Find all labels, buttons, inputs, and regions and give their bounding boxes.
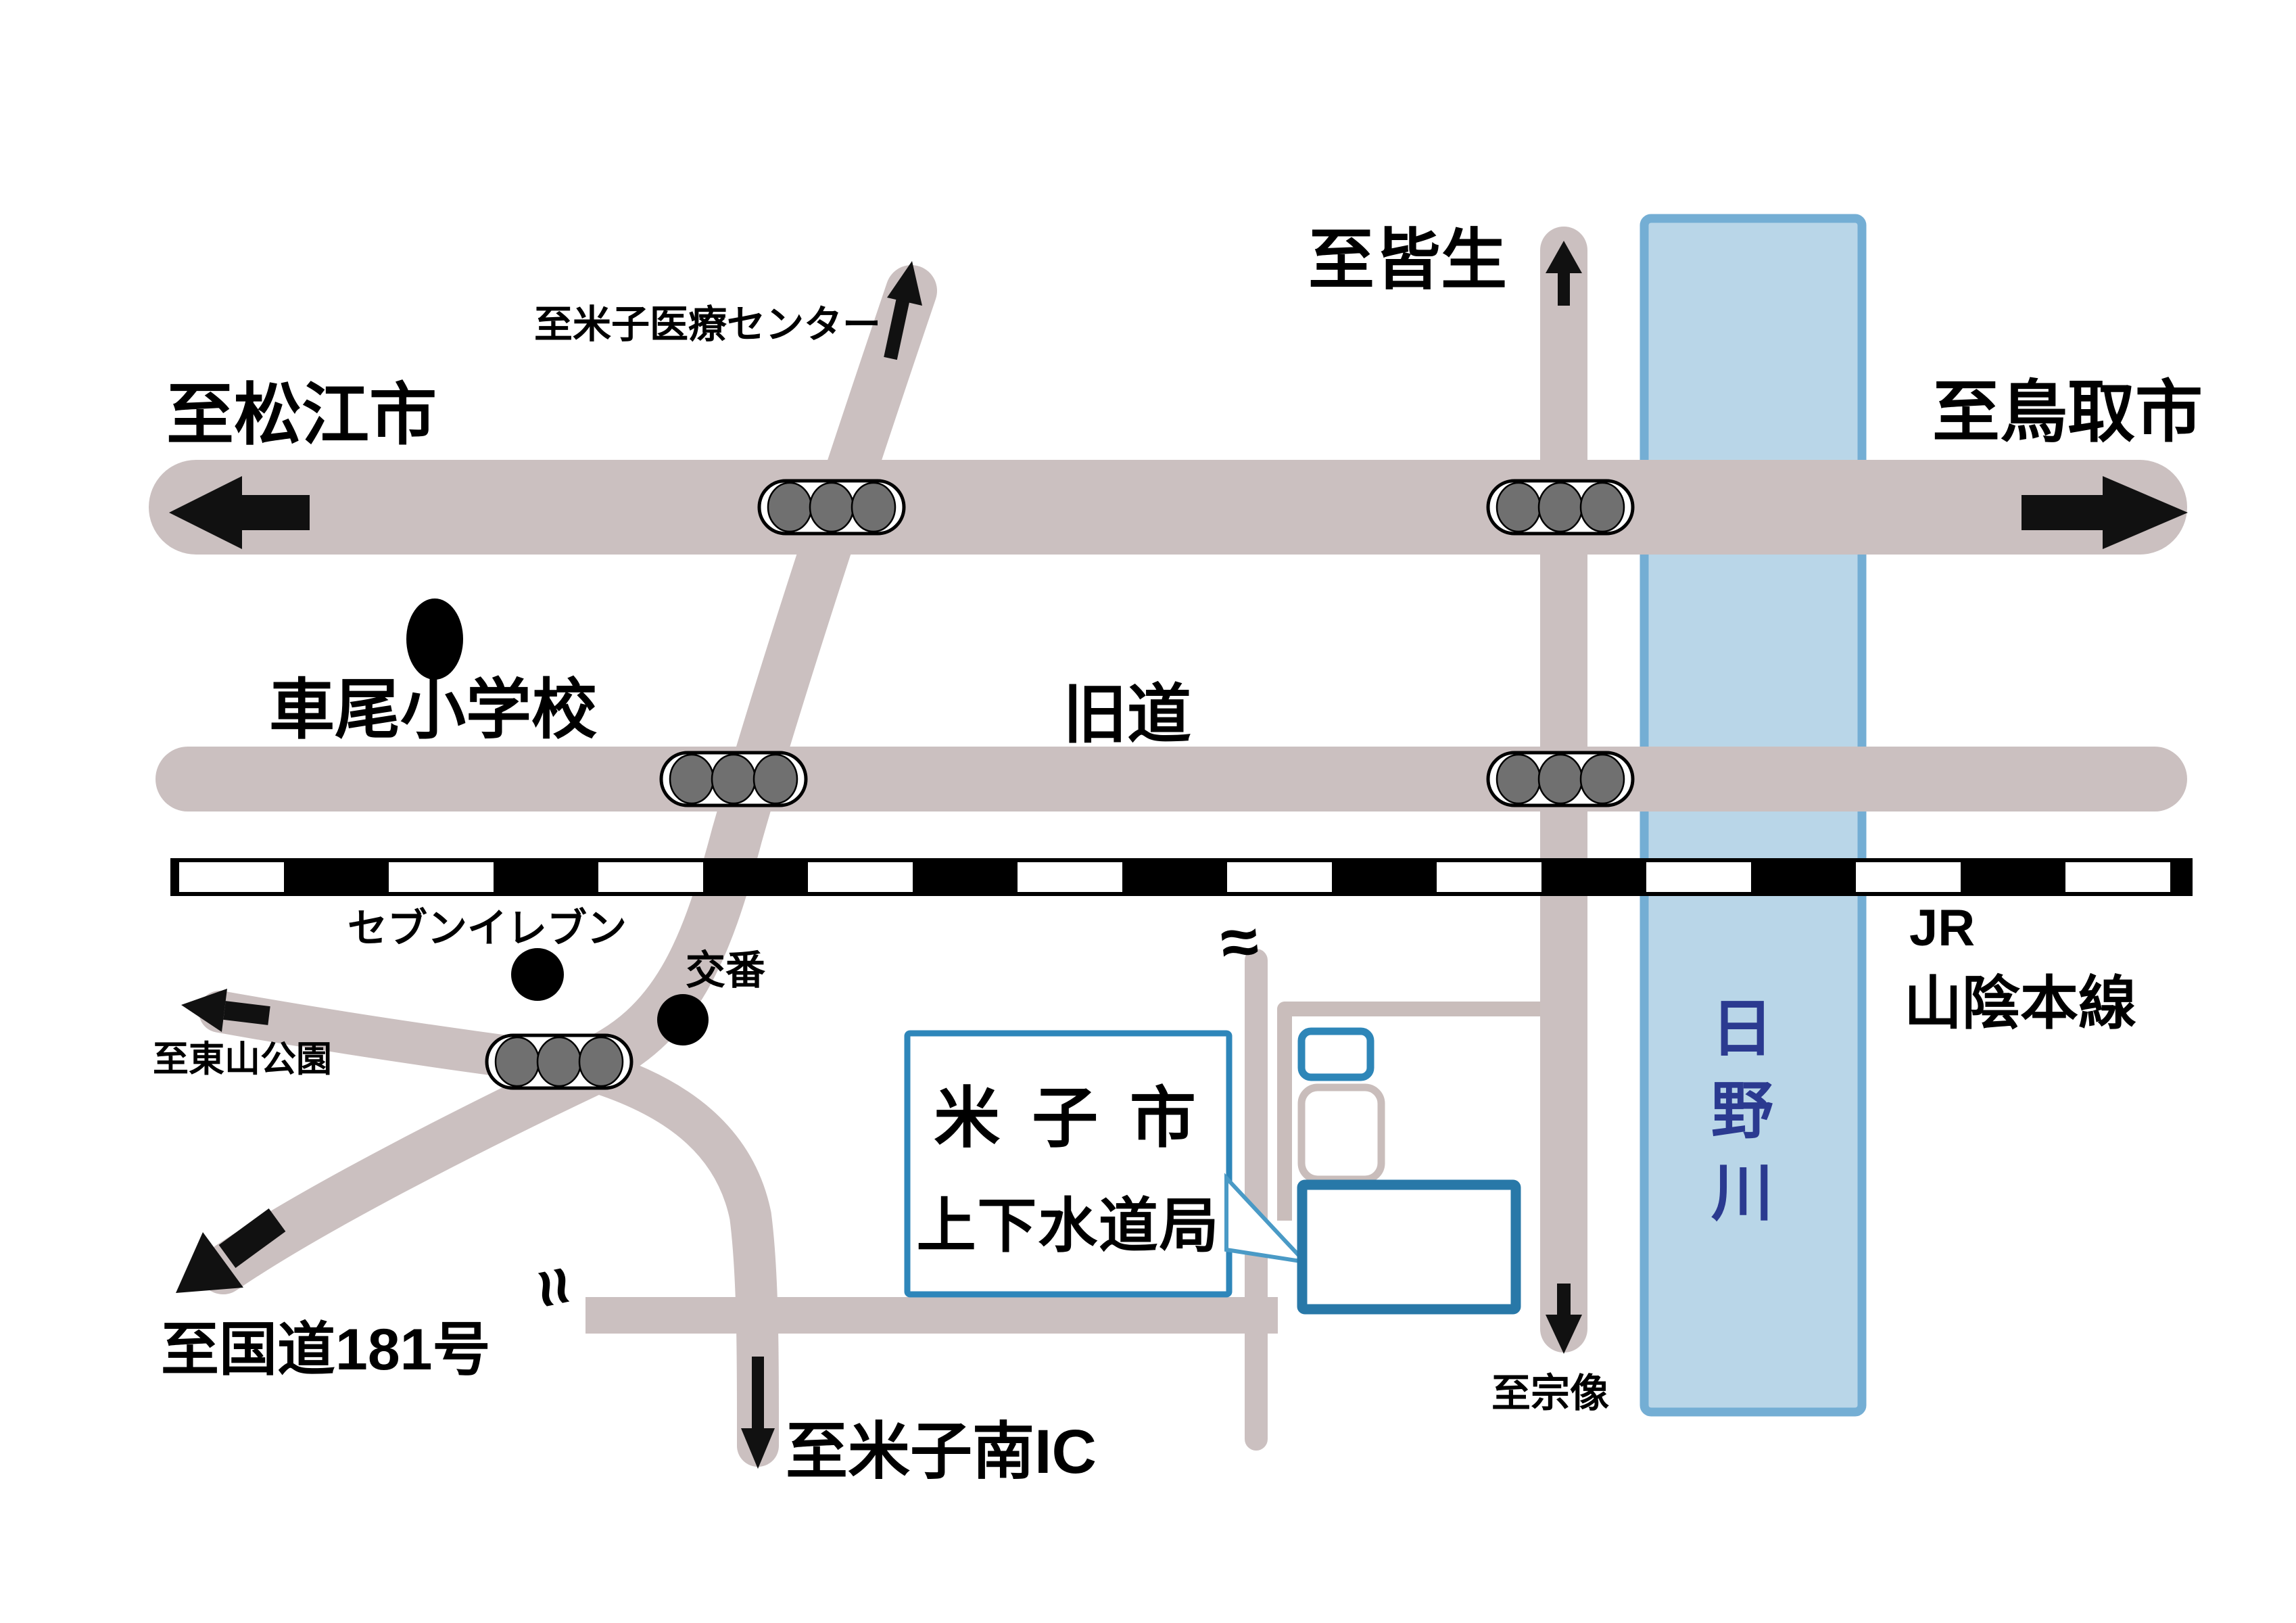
traffic-light-intersection (485, 1033, 633, 1090)
building-office-main (1297, 1179, 1521, 1315)
label-higashiyama-park: 至東山公園 (153, 1039, 332, 1079)
traffic-light-main-east (1486, 479, 1635, 536)
office-label-line2: 上下水道局 (916, 1192, 1220, 1259)
label-seven-eleven: セブンイレブン (348, 906, 627, 951)
office-callout-pointer (1224, 1173, 1311, 1265)
label-matsue: 至松江市 (166, 377, 437, 453)
arrow-kaike-up-icon (1546, 241, 1582, 306)
traffic-light-old-west (659, 751, 808, 807)
label-jr: JR (1909, 899, 1976, 957)
office-label-line1: 米 子 市 (934, 1080, 1203, 1155)
label-yonago-minami-ic: 至米子南IC (786, 1417, 1097, 1486)
label-sanin-line: 山陰本線 (1904, 971, 2136, 1036)
label-police-box: 交番 (686, 948, 766, 993)
arrow-east-icon (2022, 476, 2188, 549)
arrow-higashiyama-icon (181, 989, 270, 1032)
building-gray (1297, 1083, 1385, 1183)
road-route181-arm (199, 1045, 619, 1294)
label-medical-center: 至米子医療センター (534, 303, 881, 346)
label-kaike: 至皆生 (1308, 222, 1508, 297)
police-box-dot (657, 994, 709, 1045)
seven-eleven-dot (511, 948, 564, 1001)
arrow-route181-icon (176, 1208, 286, 1293)
arrow-west-icon (169, 476, 310, 549)
label-school: 車尾小学校 (269, 673, 597, 747)
label-munakata: 至宗像 (1491, 1371, 1610, 1415)
arrow-medical-up-icon (884, 261, 922, 360)
school-dot (406, 598, 463, 680)
label-tottori: 至鳥取市 (1932, 375, 2203, 450)
office-label-box (904, 1030, 1233, 1298)
traffic-light-main-west (757, 479, 906, 536)
facility-path (1277, 1002, 1548, 1221)
arrow-ic-down-icon (741, 1357, 775, 1469)
label-old-road: 旧道 (1063, 679, 1192, 751)
building-small-blue (1297, 1027, 1374, 1081)
road-ic-arm (569, 1049, 780, 1467)
traffic-light-old-east (1486, 751, 1635, 807)
arrow-munakata-down-icon (1546, 1284, 1582, 1354)
label-hino-river: 日野川 (1702, 995, 1771, 1242)
office-label: 米 子 市 上下水道局 (907, 1033, 1229, 1294)
label-route181: 至国道181号 (161, 1317, 491, 1382)
railway-sanin-line (170, 858, 2193, 896)
